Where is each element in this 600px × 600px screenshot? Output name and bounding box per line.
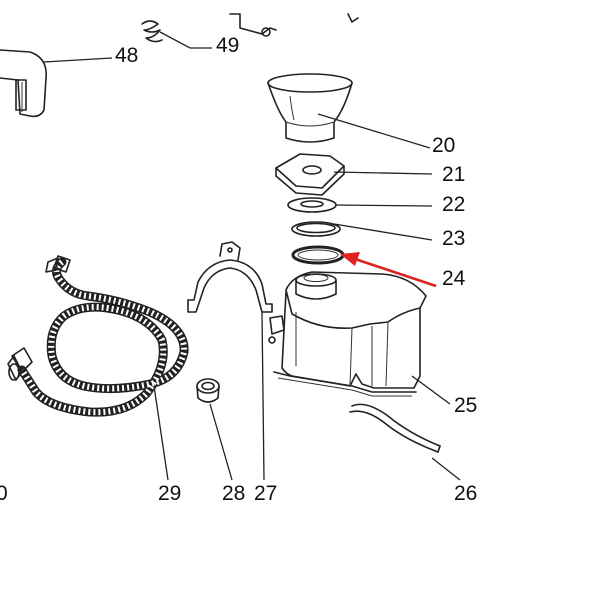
part-49-spring <box>141 20 163 43</box>
callout-22: 22 <box>442 193 465 216</box>
callout-27: 27 <box>254 482 277 505</box>
part-29-hose <box>7 255 189 417</box>
part-20-funnel <box>267 73 353 143</box>
callout-partial-left: 0 <box>0 482 8 505</box>
leader-20 <box>317 113 431 149</box>
part-27-bracket <box>187 241 273 313</box>
leader-49 <box>159 31 212 49</box>
part-22-washer <box>287 197 337 213</box>
leader-48 <box>43 57 113 63</box>
leader-25 <box>411 375 451 405</box>
part-26-strap <box>349 403 441 453</box>
callout-21: 21 <box>442 163 465 186</box>
part-21-plate <box>275 153 345 196</box>
highlight-arrow-24 <box>340 252 437 288</box>
leader-28 <box>209 403 233 481</box>
callout-48: 48 <box>115 44 138 67</box>
leader-21 <box>333 171 433 175</box>
part-25-tank <box>268 271 427 397</box>
leader-29 <box>153 385 169 481</box>
leader-23 <box>333 223 433 241</box>
leader-22 <box>335 204 433 207</box>
callout-25: 25 <box>454 394 477 417</box>
callout-26: 26 <box>454 482 477 505</box>
part-28-bushing <box>196 378 220 403</box>
callout-20: 20 <box>432 134 455 157</box>
part-23-ring <box>291 221 341 237</box>
part-48-bracket <box>0 49 47 118</box>
leader-27 <box>261 311 265 481</box>
callout-23: 23 <box>442 227 465 250</box>
part-24-oring <box>291 245 345 265</box>
callout-49: 49 <box>216 34 239 57</box>
callout-29: 29 <box>158 482 181 505</box>
callout-28: 28 <box>222 482 245 505</box>
leader-26 <box>431 457 461 481</box>
callout-24: 24 <box>442 267 466 290</box>
top-partial-parts <box>229 13 359 37</box>
